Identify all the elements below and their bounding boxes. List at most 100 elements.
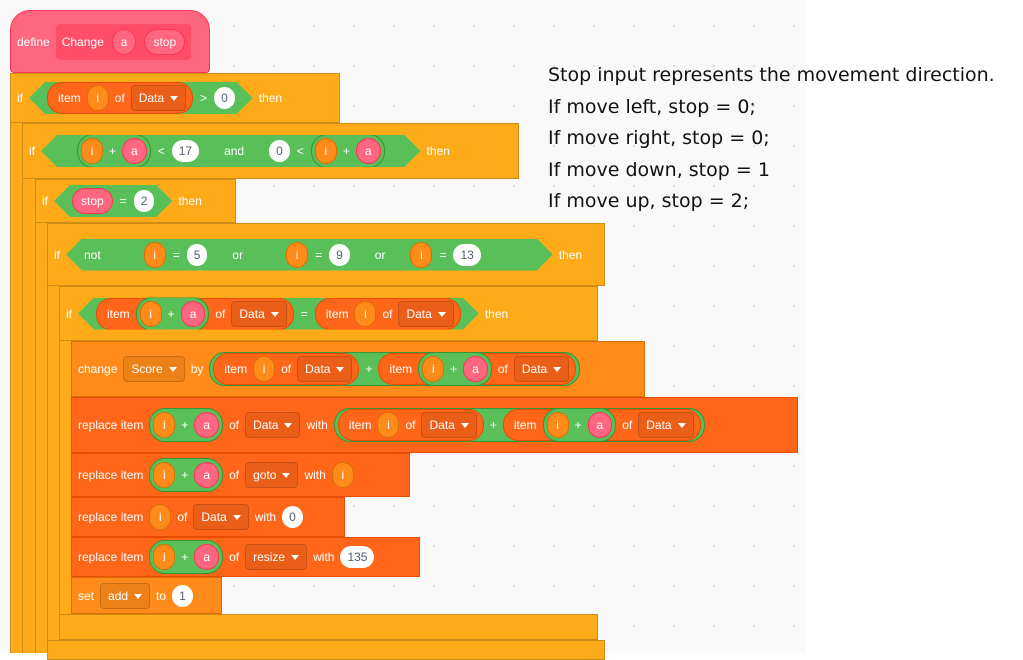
number-input[interactable]: 0 bbox=[214, 87, 235, 109]
variable-reporter[interactable]: i bbox=[149, 504, 172, 530]
variable-reporter[interactable]: i bbox=[286, 242, 308, 268]
boolean-block[interactable]: i=9 bbox=[268, 239, 368, 271]
dropdown[interactable]: Data bbox=[398, 301, 453, 327]
variable-reporter[interactable]: i bbox=[153, 544, 176, 570]
operator-reporter[interactable]: i+a bbox=[136, 297, 210, 331]
number-input[interactable]: 2 bbox=[134, 190, 155, 212]
argument-reporter[interactable]: a bbox=[194, 412, 220, 438]
argument-reporter[interactable]: stop bbox=[72, 188, 113, 214]
dropdown[interactable]: Score bbox=[123, 356, 185, 382]
operator-reporter[interactable]: i+a bbox=[418, 352, 492, 386]
variable-reporter[interactable]: i bbox=[422, 356, 445, 382]
number-input[interactable]: 5 bbox=[187, 244, 208, 266]
number-input[interactable]: 135 bbox=[340, 546, 375, 568]
block-label: if bbox=[66, 306, 72, 321]
variable-reporter[interactable]: i bbox=[153, 412, 176, 438]
variable-reporter[interactable]: i bbox=[87, 85, 109, 111]
block-label: < bbox=[157, 144, 165, 158]
variable-reporter[interactable]: i bbox=[410, 242, 432, 268]
operator-reporter[interactable]: i+a bbox=[149, 408, 224, 442]
dropdown[interactable]: Data bbox=[421, 412, 477, 438]
dropdown[interactable]: Data bbox=[245, 412, 301, 438]
operator-reporter[interactable]: i+a bbox=[149, 458, 224, 492]
variable-reporter[interactable]: i bbox=[315, 138, 337, 164]
block-label: = bbox=[300, 306, 308, 321]
dropdown[interactable]: add bbox=[100, 582, 151, 609]
number-input[interactable]: 9 bbox=[329, 244, 350, 266]
variable-reporter[interactable]: i bbox=[331, 462, 354, 488]
boolean-block[interactable]: 0<i+a bbox=[251, 135, 402, 167]
argument-reporter[interactable]: a bbox=[587, 412, 613, 438]
operator-reporter[interactable]: i+a bbox=[542, 408, 617, 442]
operator-reporter[interactable]: i+a bbox=[311, 134, 385, 168]
variable-reporter[interactable]: i bbox=[377, 412, 400, 438]
block-label: with bbox=[254, 510, 277, 524]
boolean-block[interactable]: i+a <17 bbox=[59, 135, 217, 167]
dropdown[interactable]: resize bbox=[245, 544, 308, 570]
block-label: or bbox=[374, 247, 386, 262]
dropdown[interactable]: Data bbox=[231, 301, 286, 327]
dropdown[interactable]: Data bbox=[513, 356, 570, 382]
number-input[interactable]: 13 bbox=[453, 244, 480, 266]
boolean-block[interactable]: stop=2 bbox=[54, 185, 172, 217]
argument-reporter[interactable]: a bbox=[194, 544, 220, 570]
variable-reporter[interactable]: i bbox=[354, 301, 376, 327]
boolean-block[interactable]: i=13 bbox=[392, 239, 498, 271]
variable-reporter[interactable]: i bbox=[253, 356, 276, 382]
number-input[interactable]: 0 bbox=[282, 506, 303, 528]
dropdown[interactable]: Data bbox=[131, 85, 186, 111]
argument-reporter[interactable]: a bbox=[111, 28, 137, 55]
variable-reporter[interactable]: i bbox=[546, 412, 569, 438]
argument-reporter[interactable]: a bbox=[194, 462, 220, 488]
if3-arm bbox=[35, 179, 48, 653]
dropdown[interactable]: goto bbox=[245, 462, 299, 488]
variable-reporter[interactable]: i bbox=[140, 301, 162, 327]
block-label: of bbox=[405, 418, 416, 432]
variable-reporter[interactable]: i bbox=[153, 462, 176, 488]
argument-reporter[interactable]: a bbox=[122, 138, 147, 164]
number-input[interactable]: 17 bbox=[172, 140, 199, 162]
number-input[interactable]: 1 bbox=[172, 584, 193, 607]
argument-reporter[interactable]: a bbox=[181, 301, 206, 327]
boolean-block[interactable]: i=9 or i=13 bbox=[250, 239, 517, 271]
number-input[interactable]: 0 bbox=[269, 140, 290, 162]
operator-reporter[interactable]: i+a bbox=[149, 540, 224, 574]
boolean-block[interactable]: i=5 bbox=[126, 239, 226, 271]
variable-reporter[interactable]: i bbox=[81, 138, 103, 164]
argument-reporter[interactable]: stop bbox=[144, 28, 186, 55]
argument-reporter[interactable]: a bbox=[463, 356, 488, 382]
dropdown[interactable]: Data bbox=[193, 504, 249, 530]
dropdown[interactable]: Data bbox=[638, 412, 694, 438]
dropdown[interactable]: Data bbox=[297, 356, 353, 382]
argument-reporter[interactable]: a bbox=[356, 138, 381, 164]
variable-reporter[interactable]: i bbox=[144, 242, 166, 268]
operator-reporter[interactable]: i+a bbox=[77, 134, 151, 168]
